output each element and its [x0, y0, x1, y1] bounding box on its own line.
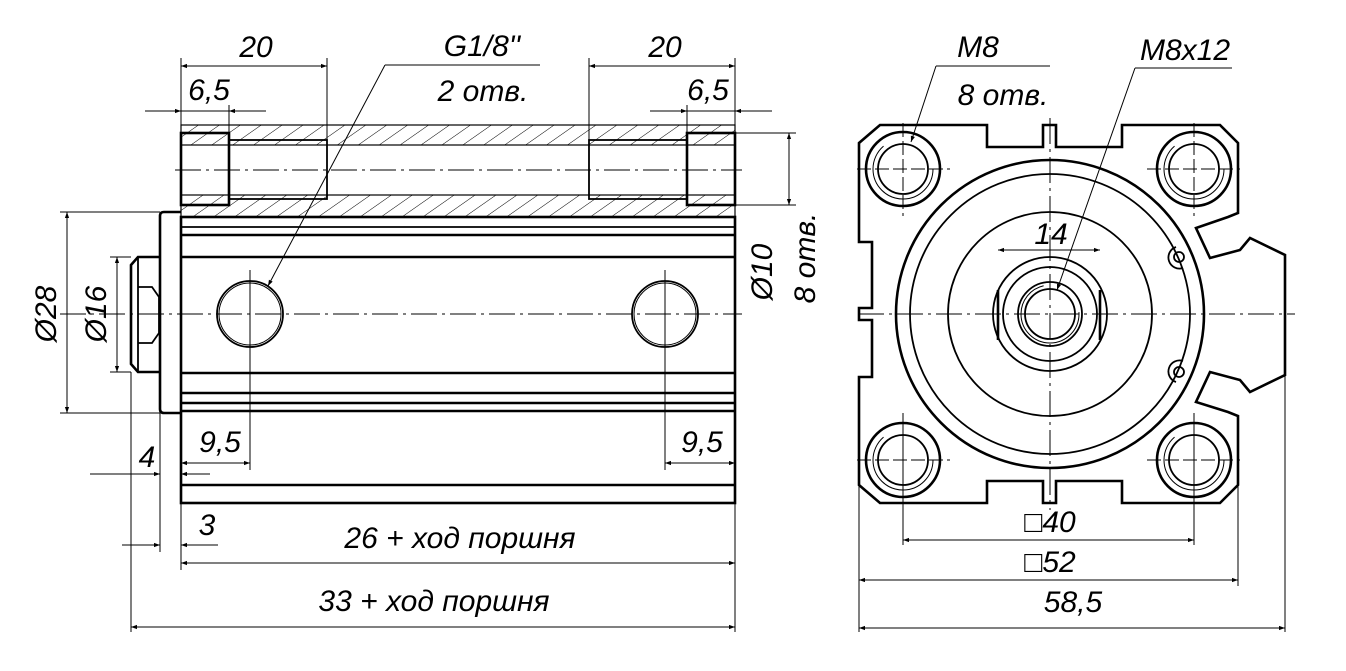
dim-body-length: 26 + ход поршня	[343, 522, 575, 555]
dim-counterbore-left: 6,5	[188, 74, 230, 107]
port-leader	[267, 64, 386, 287]
dim-port-offset-left: 9,5	[199, 426, 241, 459]
screw-hole-upper	[1173, 251, 1185, 263]
dim-bore-dia: Ø10	[746, 243, 779, 301]
port-thread-label: G1/8''	[444, 30, 522, 63]
port-count-label: 2 отв.	[437, 75, 529, 108]
cylinder-body	[179, 215, 737, 505]
screw-hole-lower	[1173, 366, 1185, 378]
end-plate-outline	[857, 123, 1287, 505]
bore-count-label: 8 отв.	[789, 213, 822, 304]
counterbore-left	[179, 131, 231, 207]
side-view: 20 6,5 20 6,5 G1/8'' 2 отв. Ø10 8 отв. Ø…	[30, 30, 822, 632]
mount-hole-bottom-left	[857, 413, 950, 545]
mount-thread-label: M8	[957, 31, 999, 64]
counterbore-right	[685, 131, 737, 207]
mount-count-label: 8 отв.	[958, 79, 1049, 112]
dim-counterbore-right: 6,5	[687, 74, 729, 107]
mount-hole-top-right	[1147, 123, 1240, 216]
dim-port-length-left: 20	[238, 31, 273, 64]
flange	[158, 210, 181, 415]
dim-port-length-right: 20	[647, 31, 682, 64]
mount-hole-top-left	[857, 123, 950, 216]
dim-bolt-square: □40	[1024, 506, 1076, 539]
hatch-top	[180, 124, 736, 146]
dim-rod-flats: 14	[1034, 218, 1067, 251]
mount-thread-leader	[910, 65, 937, 143]
dim-total-length: 33 + ход поршня	[318, 585, 549, 618]
mount-hole-bottom-right	[1147, 413, 1240, 545]
dim-flange-thickness: 4	[139, 441, 156, 474]
front-view: M8 8 отв. M8x12 14 □40 □52 58,5	[857, 31, 1295, 632]
dim-total-width: 58,5	[1044, 586, 1103, 619]
dim-port-offset-right: 9,5	[681, 426, 723, 459]
dim-rod-dia: Ø16	[80, 285, 113, 343]
dim-body-square: □52	[1024, 546, 1076, 579]
rod-thread-leader	[1056, 67, 1136, 291]
dim-flange-dia: Ø28	[30, 285, 63, 343]
rod-thread-label: M8x12	[1140, 34, 1230, 67]
dim-rod-end: 3	[199, 509, 216, 542]
